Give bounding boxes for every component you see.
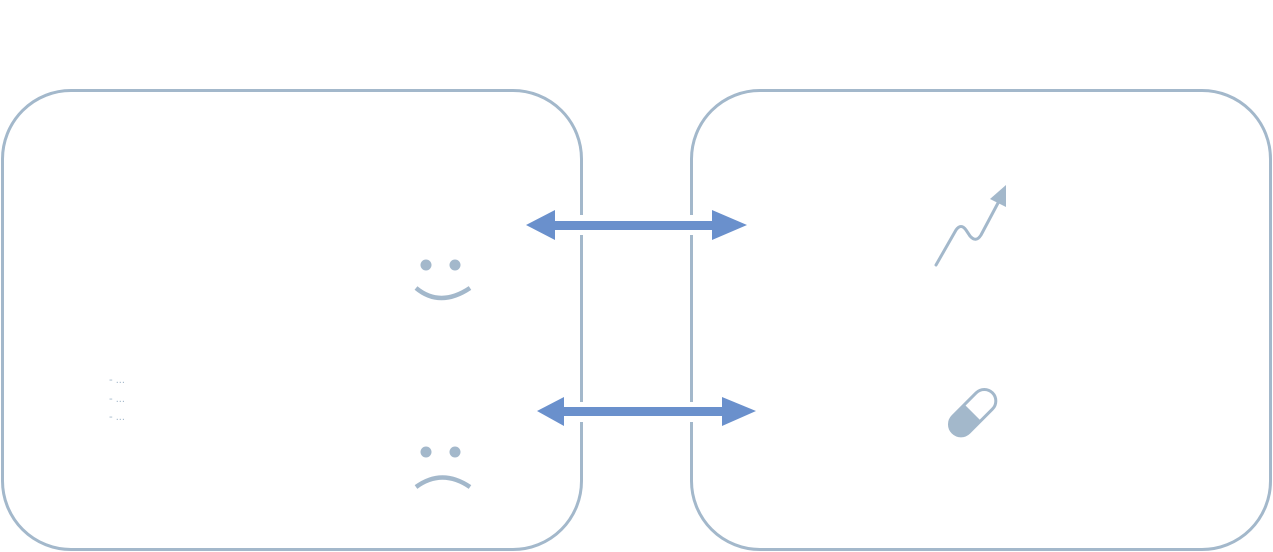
double-arrow-bottom <box>537 397 756 426</box>
smiley-face-icon <box>414 259 472 301</box>
pill-capsule-icon <box>947 387 998 438</box>
bullet-list: - ... - ... - ... <box>109 371 125 427</box>
list-item: - ... <box>109 392 125 405</box>
double-arrow-top <box>526 210 747 240</box>
sad-face-icon <box>414 446 472 489</box>
list-item: - ... <box>109 374 125 386</box>
list-item: - ... <box>109 411 125 423</box>
right-panel <box>690 89 1272 551</box>
trend-up-arrow-icon <box>934 185 1006 267</box>
left-panel <box>1 89 583 551</box>
